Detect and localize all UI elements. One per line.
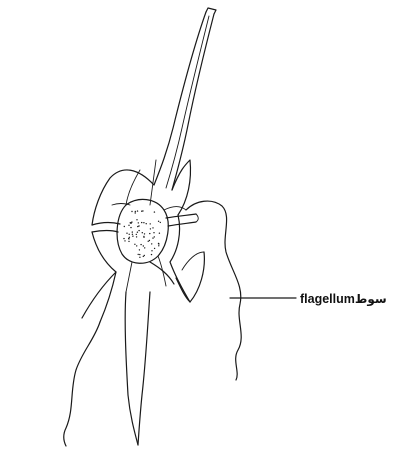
stipple-dot [144,255,145,256]
stipple-dot [158,221,159,222]
stipple-dot [139,249,140,250]
hypotheca [82,215,204,445]
stipple-dot [150,223,151,224]
stipple-dot [124,226,125,227]
stipple-dot [123,238,124,239]
stipple-dot [134,244,135,245]
nucleus-stipple [123,210,161,258]
stipple-dot [151,243,152,244]
stipple-dot [154,236,155,237]
stipple-dot [136,219,137,220]
stipple-dot [143,236,144,237]
stipple-dot [126,233,127,234]
stipple-dot [128,225,129,226]
apical-horn [154,8,216,190]
stipple-dot [149,233,150,234]
stipple-dot [131,211,132,212]
stipple-dot [137,226,138,227]
flagellum-label-english: flagellum [300,292,355,306]
stipple-dot [160,222,161,223]
stipple-dot [144,247,145,248]
stipple-dot [141,211,142,212]
stipple-dot [159,233,160,234]
stipple-dot [132,236,133,237]
flagellum-label-arabic: سوط [355,292,387,306]
stipple-dot [153,232,154,233]
stipple-dot [143,222,144,223]
stipple-dot [154,211,155,212]
stipple-dot [138,225,139,226]
stipple-dot [138,230,139,231]
stipple-dot [140,244,141,245]
stipple-dot [141,222,142,223]
stipple-dot [128,241,129,242]
stipple-dot [132,231,133,232]
epitheca [92,160,191,225]
stipple-dot [151,254,152,255]
stipple-dot [137,210,138,211]
stipple-dot [158,245,159,246]
stipple-dot [135,212,136,213]
stipple-dot [130,227,131,228]
stipple-dot [132,234,133,235]
stipple-dot [139,257,140,258]
stipple-dot [150,228,151,229]
stipple-dot [148,241,149,242]
stipple-dot [142,210,143,211]
stipple-dot [128,238,129,239]
stipple-dot [143,245,144,246]
stipple-dot [139,254,140,255]
stipple-dot [138,222,139,223]
stipple-dot [149,240,150,241]
stipple-dot [136,236,137,237]
stipple-dot [136,234,137,235]
stipple-dot [131,221,132,222]
cingulum [92,214,198,232]
stipple-dot [138,254,139,255]
stipple-dot [136,245,137,246]
stipple-dot [129,237,130,238]
stipple-dot [129,234,130,235]
nucleus [117,199,186,263]
stipple-dot [135,211,136,212]
flagellum-label: flagellumسوط [300,290,387,308]
stipple-dot [154,248,155,249]
stipple-dot [130,222,131,223]
stipple-dot [158,243,159,244]
stipple-dot [137,232,138,233]
stipple-dot [124,240,125,241]
stipple-dot [142,232,143,233]
stipple-dot [146,223,147,224]
stipple-dot [152,237,153,238]
stipple-dot [152,227,153,228]
stipple-dot [151,250,152,251]
stipple-dot [144,233,145,234]
